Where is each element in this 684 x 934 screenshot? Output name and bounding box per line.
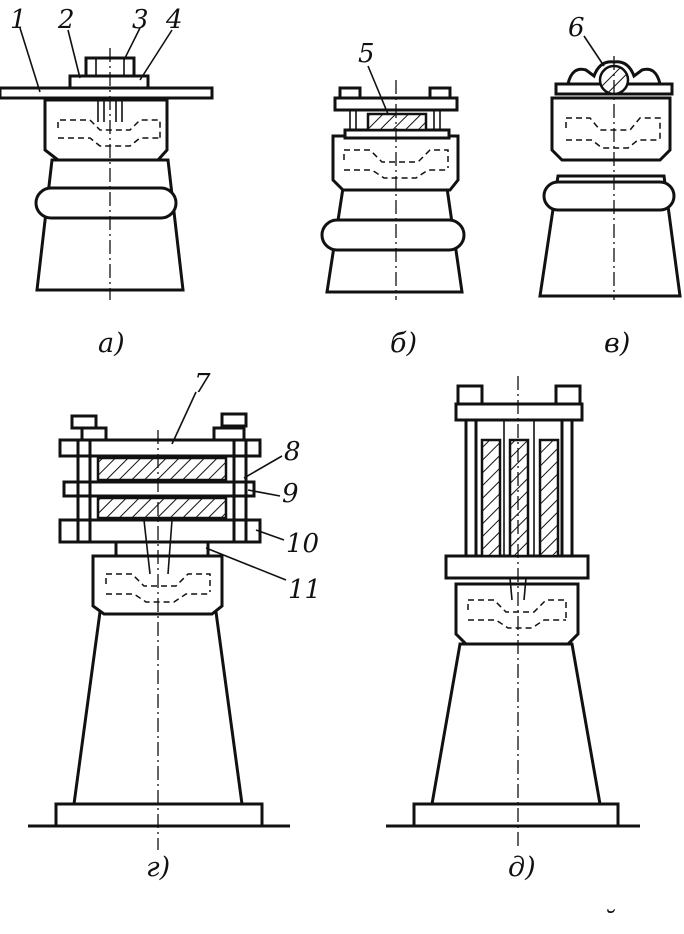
middle-plate — [62, 480, 256, 498]
conductor-bar-3 — [538, 438, 560, 558]
callout-10: 10 — [286, 529, 319, 559]
bushing-cap — [550, 96, 672, 162]
porcelain-rib — [320, 218, 466, 252]
base-plate — [54, 802, 264, 828]
conductor-bar-lower — [96, 496, 228, 520]
porcelain-rib — [542, 180, 676, 212]
top-plate — [58, 438, 262, 458]
variant-v-round-conductor-terminal: 6 в) — [538, 13, 682, 359]
caption-a: а) — [98, 328, 125, 359]
porcelain-rib — [34, 186, 178, 220]
bushing-cap — [454, 582, 580, 646]
washer — [68, 74, 150, 90]
bolt-head — [428, 86, 452, 100]
caption-v: в) — [604, 328, 630, 359]
callout-1: 1 — [10, 5, 27, 35]
caption-g: г) — [146, 852, 170, 883]
callout-2: 2 — [57, 5, 75, 35]
bolt-head — [456, 384, 484, 406]
bolt-head — [70, 414, 98, 430]
conductor-bar-section — [366, 112, 428, 132]
conductor-bar-upper — [96, 456, 228, 482]
bolt-head — [338, 86, 362, 100]
variant-d-vertical-bars-terminal: д) — [386, 376, 640, 883]
bolt-head — [554, 384, 582, 406]
conductor-bar-2 — [508, 438, 530, 558]
callout-3: 3 — [132, 5, 149, 35]
variant-g-double-bar-terminal: 7 8 9 10 11 г) — [28, 369, 321, 883]
bottom-plate — [444, 554, 590, 580]
base-plate — [412, 802, 620, 828]
callout-11: 11 — [288, 575, 321, 605]
variant-a-flat-bar-terminal: 1 2 3 4 а) — [0, 5, 214, 359]
conductor-bar-1 — [480, 438, 502, 558]
caption-b: б) — [390, 328, 417, 359]
callout-7: 7 — [194, 369, 211, 399]
bolt-head — [220, 412, 248, 428]
callout-4: 4 — [165, 5, 183, 35]
callout-5: 5 — [358, 39, 375, 69]
callout-6: 6 — [568, 13, 585, 43]
variant-b-clamp-terminal: 5 б) — [320, 39, 466, 359]
stray-mark: ˘ — [602, 907, 616, 934]
porcelain-body — [430, 642, 602, 806]
top-plate — [454, 402, 584, 422]
callout-8: 8 — [284, 437, 301, 467]
caption-d: д) — [508, 852, 536, 883]
callout-9: 9 — [282, 479, 299, 509]
